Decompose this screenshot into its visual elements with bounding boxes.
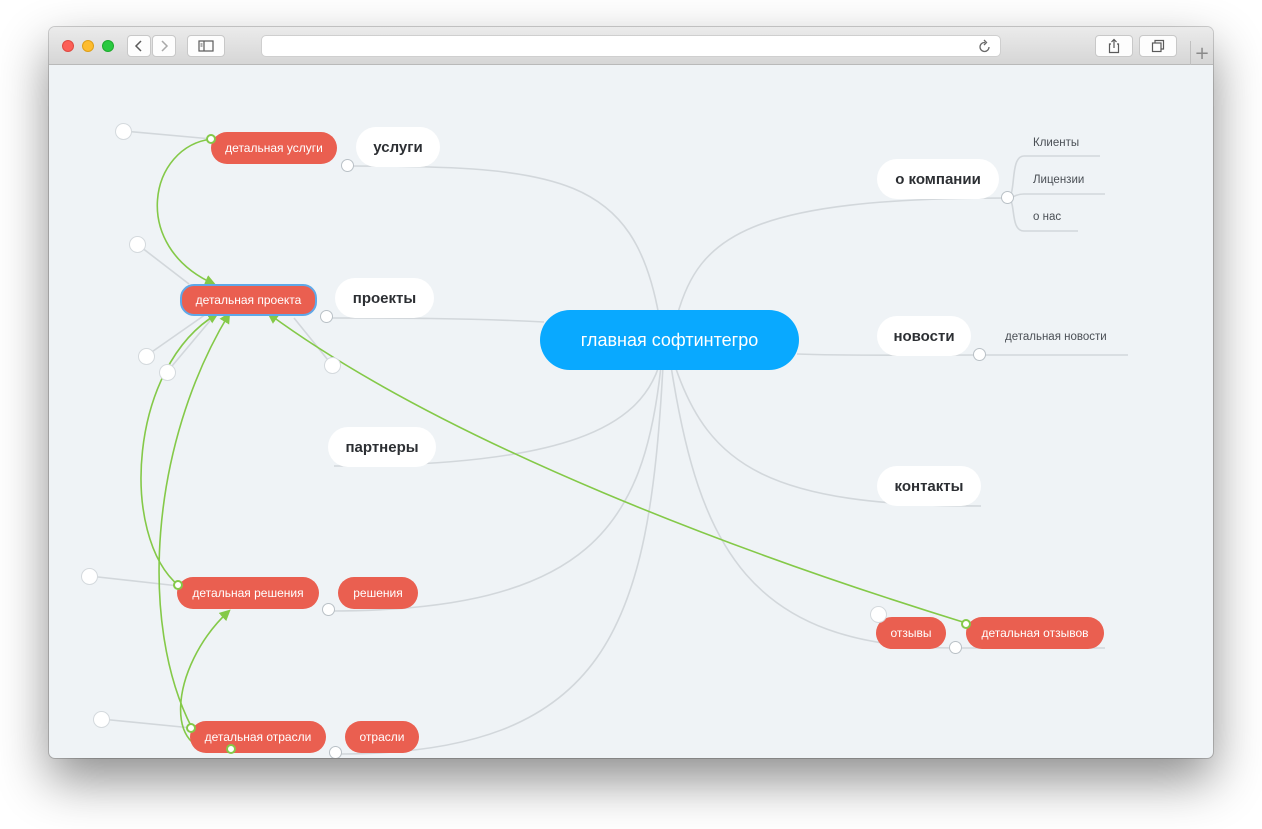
chevron-left-icon <box>134 40 142 52</box>
topic-services-label: услуги <box>373 138 423 156</box>
share-icon <box>1108 38 1120 54</box>
plus-icon: + <box>1194 42 1210 64</box>
subtopic-reviews-detail[interactable]: детальная отзывов <box>966 617 1104 649</box>
mindmap-connections <box>88 130 1128 755</box>
collapse-toggle-industries[interactable] <box>329 746 342 758</box>
topic-news[interactable]: новости <box>877 316 971 356</box>
new-tab-button[interactable]: + <box>1190 41 1213 65</box>
forward-button[interactable] <box>152 35 176 57</box>
browser-toolbar: + <box>49 27 1213 65</box>
subtopic-licenses[interactable]: Лицензии <box>1033 174 1085 186</box>
topic-solutions[interactable]: решения <box>338 577 418 609</box>
relation-endpoint-services[interactable] <box>206 134 216 144</box>
tabs-icon <box>1151 39 1165 53</box>
browser-window: + <box>49 27 1213 758</box>
link-projects <box>328 317 545 323</box>
sidebar-icon <box>198 40 214 52</box>
relation-handle-industries[interactable] <box>93 711 110 728</box>
central-topic-label: главная софтинтегро <box>580 329 759 350</box>
relation-endpoint-solutions[interactable] <box>173 580 183 590</box>
address-bar[interactable] <box>261 35 1001 57</box>
topic-industries[interactable]: отрасли <box>345 721 419 753</box>
relation-handle-services[interactable] <box>115 123 132 140</box>
link-services <box>348 165 660 317</box>
topic-reviews-label: отзывы <box>890 626 932 640</box>
share-button[interactable] <box>1095 35 1133 57</box>
subtopic-clients[interactable]: Клиенты <box>1033 137 1080 149</box>
topic-reviews[interactable]: отзывы <box>876 617 946 649</box>
relation-handle-reviews[interactable] <box>870 606 887 623</box>
topic-services[interactable]: услуги <box>356 127 440 167</box>
subtopic-projects-detail-label: детальная проекта <box>195 293 302 307</box>
topic-industries-label: отрасли <box>359 730 405 744</box>
sidebar-button[interactable] <box>187 35 225 57</box>
topic-solutions-label: решения <box>353 586 403 600</box>
link-industries <box>338 365 664 755</box>
relation-handle-solutions[interactable] <box>81 568 98 585</box>
collapse-toggle-reviews[interactable] <box>949 641 962 654</box>
subtopic-projects-detail[interactable]: детальная проекта <box>180 284 317 316</box>
relation-handle-projects-2[interactable] <box>138 348 155 365</box>
chevron-right-icon <box>161 40 169 52</box>
collapse-toggle-about[interactable] <box>1001 191 1014 204</box>
subtopic-solutions-detail-label: детальная решения <box>192 586 304 600</box>
relation-endpoint-reviews[interactable] <box>961 619 971 629</box>
topic-contacts-label: контакты <box>894 477 964 495</box>
collapse-toggle-news[interactable] <box>973 348 986 361</box>
topic-contacts[interactable]: контакты <box>877 466 981 506</box>
link-solutions <box>328 365 662 612</box>
relation-handle-projects-4[interactable] <box>324 357 341 374</box>
subtopic-industries-detail-label: детальная отрасли <box>204 730 312 744</box>
relation-endpoint-industries-2[interactable] <box>226 744 236 754</box>
relation-handle-projects-1[interactable] <box>129 236 146 253</box>
subtopic-services-detail[interactable]: детальная услуги <box>211 132 337 164</box>
topic-news-label: новости <box>893 327 955 345</box>
collapse-toggle-projects[interactable] <box>320 310 333 323</box>
subtopic-services-detail-label: детальная услуги <box>225 141 323 155</box>
relation-services-projects <box>156 138 217 286</box>
subtopic-about-us[interactable]: о нас <box>1033 211 1062 223</box>
subtopic-reviews-detail-label: детальная отзывов <box>981 626 1089 640</box>
minimize-window-button[interactable] <box>82 40 94 52</box>
mindmap-canvas[interactable]: главная софтинтегро о компании Клиенты Л… <box>49 66 1213 758</box>
subtopic-solutions-detail[interactable]: детальная решения <box>177 577 319 609</box>
close-window-button[interactable] <box>62 40 74 52</box>
subtopic-news-detail[interactable]: детальная новости <box>1005 331 1107 343</box>
relation-industries-projects <box>158 312 231 729</box>
relation-endpoint-industries-1[interactable] <box>186 723 196 733</box>
reload-icon[interactable] <box>978 38 992 54</box>
relation-handle-projects-3[interactable] <box>159 364 176 381</box>
relation-reviews-projects <box>267 312 967 624</box>
tabs-overview-button[interactable] <box>1139 35 1177 57</box>
topic-projects[interactable]: проекты <box>335 278 434 318</box>
central-topic[interactable]: главная софтинтегро <box>540 310 799 370</box>
back-button[interactable] <box>127 35 151 57</box>
topic-about-label: о компании <box>895 170 981 188</box>
topic-projects-label: проекты <box>352 289 417 307</box>
collapse-toggle-solutions[interactable] <box>322 603 335 616</box>
collapse-toggle-services[interactable] <box>341 159 354 172</box>
subtopic-industries-detail[interactable]: детальная отрасли <box>190 721 326 753</box>
topic-about[interactable]: о компании <box>877 159 999 199</box>
topic-partners-label: партнеры <box>345 438 419 456</box>
topic-partners[interactable]: партнеры <box>328 427 436 467</box>
link-about <box>676 197 1008 317</box>
zoom-window-button[interactable] <box>102 40 114 52</box>
